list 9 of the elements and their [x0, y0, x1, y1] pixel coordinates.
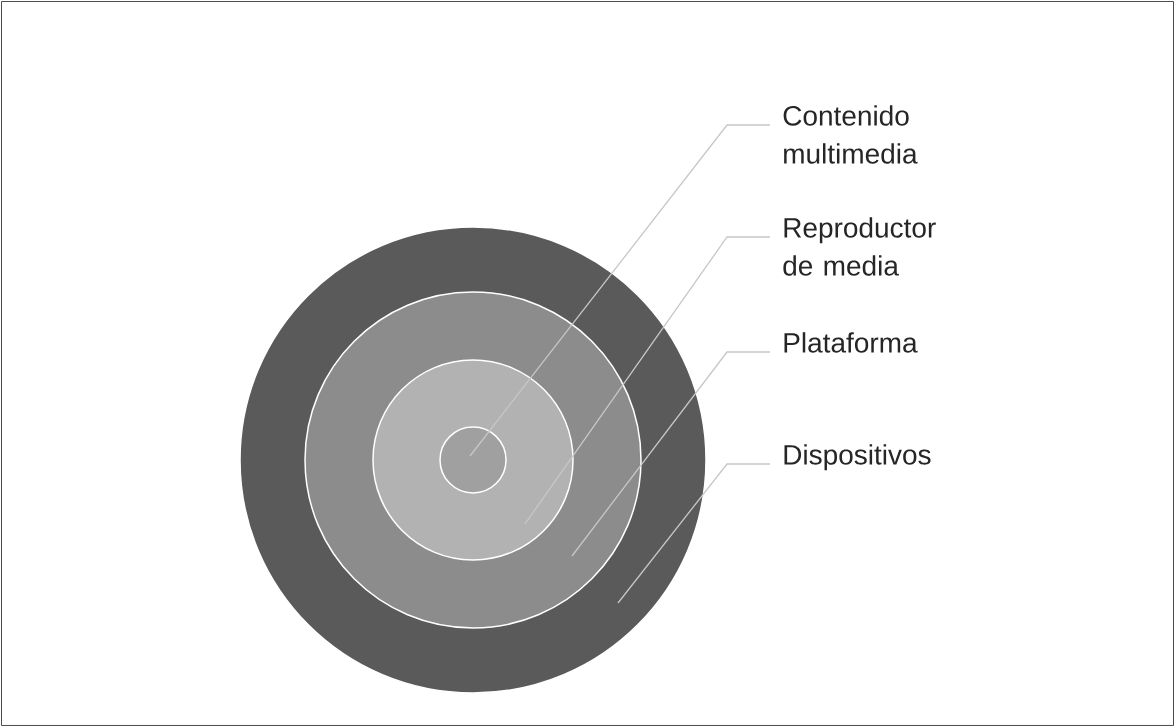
label-text: Contenido multimedia	[783, 105, 918, 164]
leader-line	[617, 463, 771, 604]
leader-line	[524, 236, 771, 525]
leader-line	[469, 124, 771, 457]
label-text: Dispositivos	[784, 444, 931, 471]
label-text: Reproductor de media	[783, 217, 936, 276]
leader-line	[571, 351, 771, 557]
ring	[439, 426, 507, 494]
label-text: Plataforma	[784, 332, 918, 353]
